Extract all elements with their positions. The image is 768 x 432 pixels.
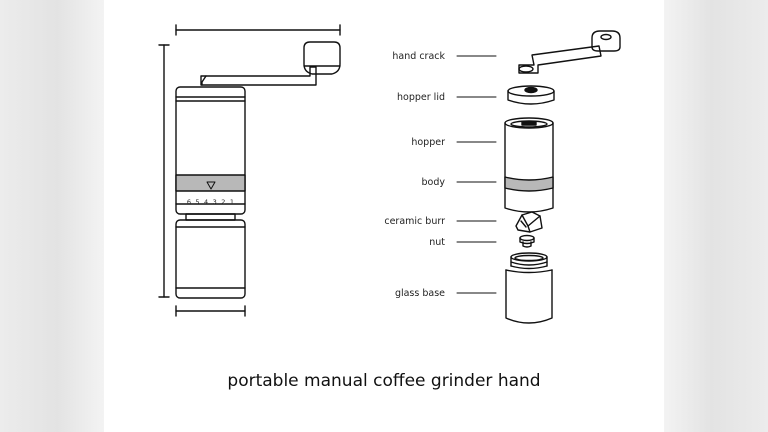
label-ceramic-burr: ceramic burr bbox=[384, 216, 445, 227]
exploded-hopper-body bbox=[504, 117, 554, 213]
label-body: body bbox=[422, 177, 446, 188]
label-hand-crack: hand crack bbox=[392, 51, 445, 62]
assembled-glass-base bbox=[175, 219, 246, 299]
width-dimension-bottom bbox=[175, 305, 246, 317]
right-blurred-margin bbox=[664, 0, 768, 432]
label-nut: nut bbox=[429, 237, 445, 248]
label-glass-base: glass base bbox=[395, 288, 445, 299]
label-hopper: hopper bbox=[411, 137, 445, 148]
grind-scale-numbers: 6 5 4 3 2 1 bbox=[187, 198, 235, 206]
exploded-glass-base bbox=[505, 252, 553, 324]
diagram-caption: portable manual coffee grinder hand bbox=[227, 371, 541, 391]
grinder-diagram: 6 5 4 3 2 1 hand crack hopper lid hopper… bbox=[158, 24, 621, 324]
callout-leaders bbox=[456, 55, 497, 294]
left-blurred-margin bbox=[0, 0, 104, 432]
assembled-grinder bbox=[175, 41, 341, 299]
assembled-body bbox=[175, 86, 246, 221]
exploded-hand-crank bbox=[518, 30, 621, 74]
exploded-hopper-lid bbox=[507, 85, 555, 105]
assembled-hand-crank bbox=[200, 41, 341, 86]
label-hopper-lid: hopper lid bbox=[397, 92, 445, 103]
exploded-ceramic-burr bbox=[515, 211, 543, 233]
exploded-nut bbox=[519, 234, 535, 248]
width-dimension-top bbox=[175, 24, 341, 36]
height-dimension bbox=[158, 44, 170, 298]
diagram-canvas: 6 5 4 3 2 1 hand crack hopper lid hopper… bbox=[104, 0, 664, 432]
